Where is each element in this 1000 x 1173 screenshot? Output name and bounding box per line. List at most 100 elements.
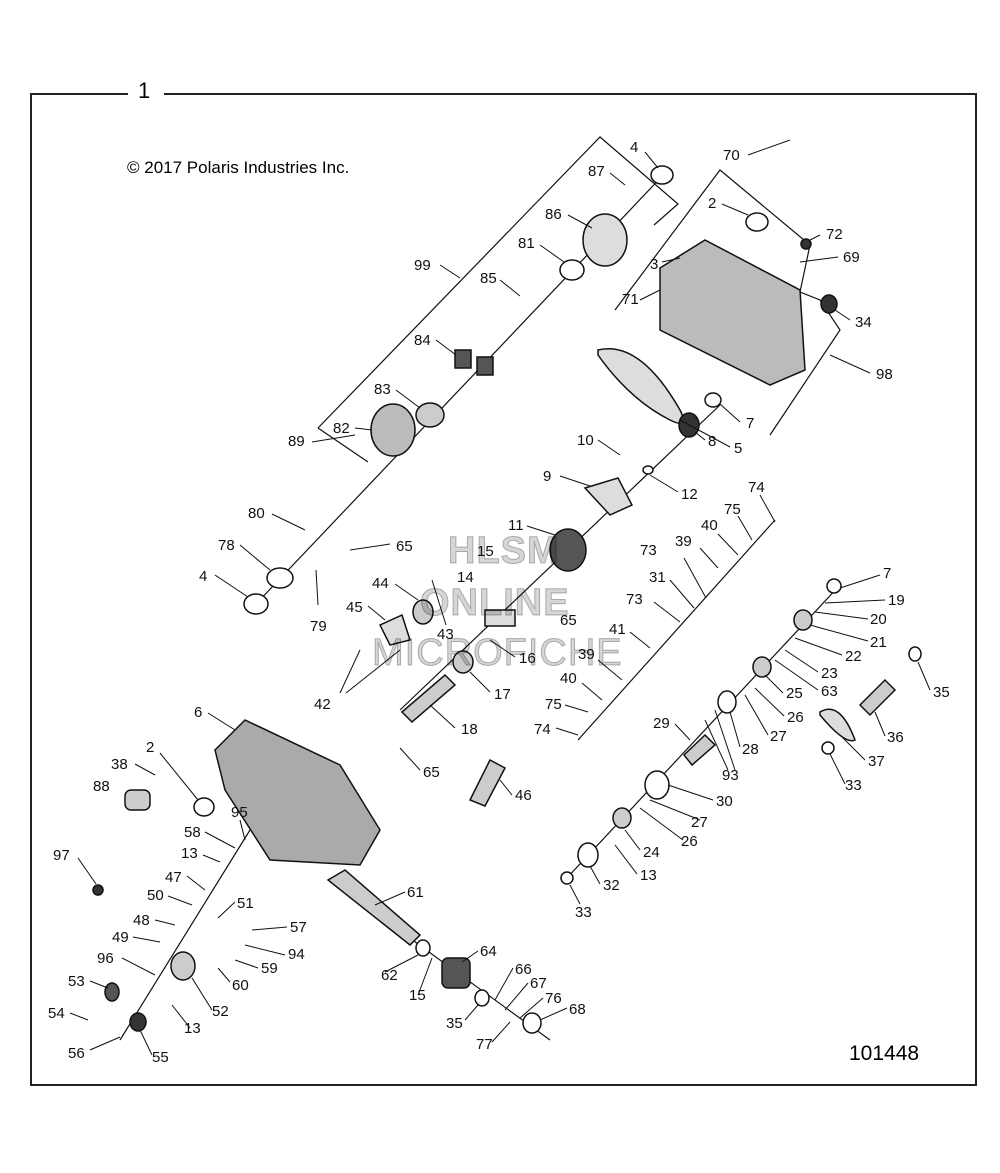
drum-64 <box>441 957 471 989</box>
callout-26b: 26 <box>681 833 698 850</box>
leader-31 <box>669 579 695 609</box>
callout-72: 72 <box>826 226 843 243</box>
leader-80 <box>271 513 306 531</box>
callout-10: 10 <box>577 432 594 449</box>
leader-35-lower <box>464 1004 479 1021</box>
leader-50 <box>167 895 193 906</box>
leader-52 <box>191 977 213 1011</box>
bearing-7-right <box>826 578 842 594</box>
leader-34 <box>834 309 851 321</box>
callout-71: 71 <box>622 291 639 308</box>
callout-17: 17 <box>494 686 511 703</box>
bearing-78 <box>266 567 294 589</box>
callout-14: 14 <box>457 569 474 586</box>
leader-18 <box>429 704 456 729</box>
callout-87: 87 <box>588 163 605 180</box>
watermark-line-2: ONLINE <box>420 582 570 625</box>
gear-32 <box>577 842 599 868</box>
callout-7-top: 7 <box>746 415 754 432</box>
callout-3: 3 <box>650 256 658 273</box>
leader-62 <box>384 954 419 973</box>
leader-2-left <box>159 752 199 801</box>
leader-10 <box>597 439 621 456</box>
callout-40-low: 40 <box>560 670 577 687</box>
leader-77 <box>491 1021 511 1043</box>
callout-42: 42 <box>314 696 331 713</box>
leader-65a <box>349 543 391 551</box>
bearing-35-right <box>908 646 922 662</box>
callout-68: 68 <box>569 1001 586 1018</box>
callout-39-low: 39 <box>578 646 595 663</box>
callout-18: 18 <box>461 721 478 738</box>
gear-53 <box>104 982 120 1002</box>
leader-3 <box>661 257 681 263</box>
belt-37 <box>819 708 856 742</box>
callout-27b: 27 <box>691 814 708 831</box>
callout-76: 76 <box>545 990 562 1007</box>
diagram-frame <box>30 93 977 1086</box>
leader-89 <box>311 434 356 443</box>
frame-label-gap <box>128 84 164 104</box>
shaft-36 <box>858 678 897 717</box>
leader-15-lower <box>417 957 433 996</box>
callout-60: 60 <box>232 977 249 994</box>
leader-56 <box>89 1036 121 1051</box>
callout-5: 5 <box>734 440 742 457</box>
watermark-line-1: HLSM <box>448 530 560 573</box>
leader-33-right <box>829 753 846 785</box>
frame-number: 1 <box>138 78 151 103</box>
callout-73-top: 73 <box>640 542 657 559</box>
callout-7-right: 7 <box>883 565 891 582</box>
ring-12 <box>642 465 654 475</box>
copyright-notice: © 2017 Polaris Industries Inc. <box>127 158 350 177</box>
leader-59 <box>234 959 259 969</box>
callout-26: 26 <box>787 709 804 726</box>
leader-40-top <box>717 533 739 556</box>
coupler-44 <box>412 599 434 625</box>
callout-70: 70 <box>723 147 740 164</box>
leader-69 <box>799 256 839 263</box>
gear-17 <box>452 650 474 674</box>
leader-9 <box>559 475 591 487</box>
callout-81: 81 <box>518 235 535 252</box>
leader-35-right <box>917 661 931 691</box>
leader-49 <box>132 936 161 943</box>
shaft-18 <box>400 673 457 724</box>
leader-4-bottom <box>214 574 249 598</box>
leader-53 <box>89 980 109 989</box>
callout-89: 89 <box>288 433 305 450</box>
callout-98: 98 <box>876 366 893 383</box>
leader-19 <box>824 599 886 604</box>
leader-74-low <box>555 727 579 736</box>
bearing-35-lower <box>474 989 490 1007</box>
callout-37: 37 <box>868 753 885 770</box>
bearing-81 <box>559 259 585 281</box>
callout-31: 31 <box>649 569 666 586</box>
leader-75-low <box>564 704 589 713</box>
leader-64 <box>461 950 479 963</box>
leader-2-top <box>721 203 749 216</box>
leader-81 <box>539 244 565 263</box>
leader-13-right <box>614 844 638 875</box>
callout-84: 84 <box>414 332 431 349</box>
leader-60 <box>217 967 231 983</box>
callout-29: 29 <box>653 715 670 732</box>
bearing-62 <box>415 939 431 957</box>
leader-71 <box>639 289 661 301</box>
shaft-46 <box>468 758 507 807</box>
leader-93b <box>714 709 736 771</box>
case-half-6 <box>214 719 381 866</box>
callout-46: 46 <box>515 787 532 804</box>
callout-16: 16 <box>519 650 536 667</box>
callout-53: 53 <box>68 973 85 990</box>
fork-45 <box>378 613 411 646</box>
seal-68 <box>522 1012 542 1034</box>
leader-99 <box>439 264 461 279</box>
leader-48 <box>154 919 176 926</box>
callout-65a: 65 <box>396 538 413 555</box>
leader-39-top <box>699 547 719 569</box>
gear-86 <box>582 213 628 267</box>
callout-85: 85 <box>480 270 497 287</box>
leader-58 <box>204 831 236 849</box>
